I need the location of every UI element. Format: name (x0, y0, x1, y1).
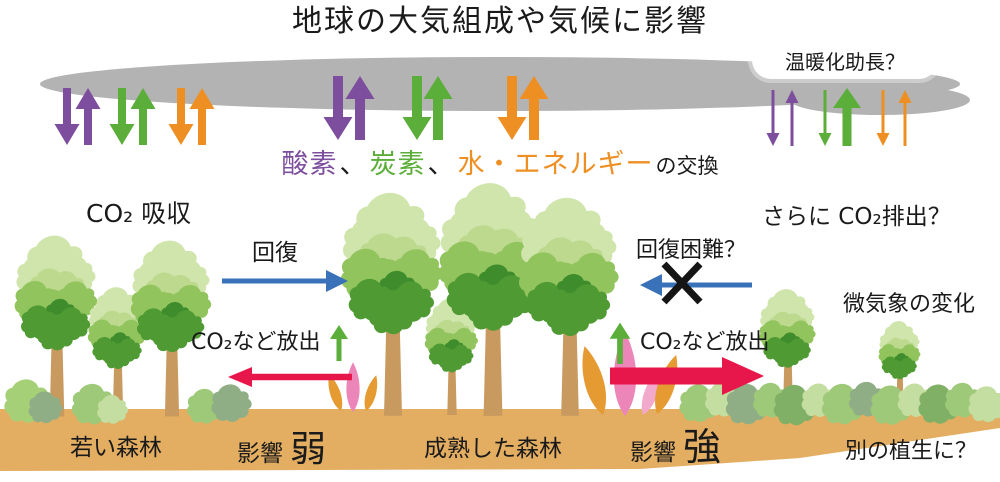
water-energy-word: 水・エネルギー (457, 149, 654, 180)
warming-bubble: 温暖化助長？ (752, 41, 938, 79)
comma: 、 (427, 149, 456, 180)
co2-release-label-left: CO₂など放出 (191, 330, 321, 355)
recovery-difficult-label: 回復困難？ (636, 238, 747, 263)
mature-forest-label: 成熟した森林 (424, 436, 562, 462)
co2-release-arrow-weak (228, 367, 352, 387)
disturbance-left (324, 362, 382, 413)
release-up-arrow-left (330, 325, 348, 361)
gas-exchange-arrows-mature (323, 76, 549, 140)
warming-bubble-label: 温暖化助長？ (785, 49, 905, 74)
young-forest-label: 若い森林 (70, 435, 162, 461)
diagram-title: 地球の大気組成や気候に影響 (292, 4, 708, 39)
impact-word: 影響 (630, 440, 676, 466)
impact-grade-weak: 弱 (290, 429, 327, 470)
ground (0, 409, 1000, 471)
co2-release-arrow-strong (610, 357, 764, 395)
impact-weak: 影響 弱 (237, 420, 326, 472)
atmosphere-cloud (40, 57, 970, 115)
comma: 、 (339, 149, 368, 180)
impact-strong: 影響 強 (630, 416, 721, 471)
carbon-word: 炭素 (369, 149, 426, 180)
recovery-label: 回復 (252, 240, 298, 266)
mature-forest-trees (341, 183, 619, 416)
impact-word: 影響 (237, 441, 283, 467)
exchange-suffix: の交換 (655, 154, 719, 178)
x-mark (661, 261, 703, 305)
other-vegetation-label: 別の植生に？ (845, 439, 978, 464)
recovery-arrow (222, 270, 348, 292)
co2-absorption-label: CO₂ 吸収 (86, 199, 192, 228)
exchange-caption: 酸素 、 炭素 、 水・エネルギー の交換 (0, 142, 1000, 181)
impact-grade-strong: 強 (683, 425, 722, 469)
microclimate-label: 微気象の変化 (843, 292, 976, 317)
further-co2-label: さらに CO₂排出？ (762, 204, 951, 230)
oxygen-word: 酸素 (281, 149, 338, 180)
co2-release-label-right: CO₂など放出 (640, 330, 770, 355)
